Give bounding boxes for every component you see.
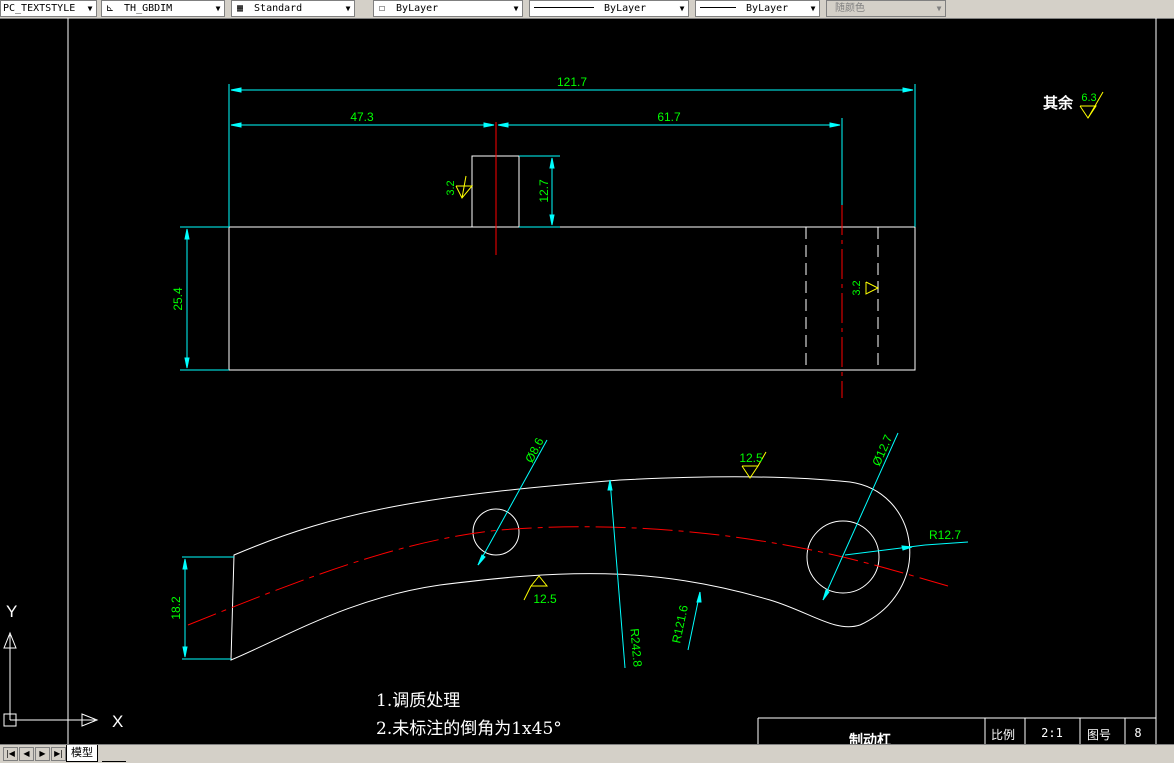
roughness-symbol-hole: 3.2	[851, 280, 880, 296]
table-style-dropdown[interactable]: ▦ Standard ▼	[231, 0, 355, 17]
body-outline	[228, 226, 916, 371]
title-scale-value: 2:1	[1041, 726, 1063, 740]
roughness-bottom-edge-value: 12.5	[533, 592, 557, 606]
dim-style-value: TH_GBDIM	[124, 3, 173, 14]
text-style-value: PC_TEXTSTYLE	[3, 3, 76, 14]
lever-outline	[230, 476, 911, 661]
text-style-dropdown[interactable]: PC_TEXTSTYLE ▼	[0, 0, 97, 17]
roughness-top-edge-value: 12.5	[739, 451, 763, 465]
last-tab-icon[interactable]: ▶|	[51, 747, 66, 761]
dim-arc-radius-inner: R121.6	[669, 603, 691, 644]
linetype-value: ByLayer	[604, 3, 647, 14]
chevron-down-icon: ▼	[342, 1, 354, 16]
dim-overall-width: 121.7	[557, 75, 587, 89]
table-style-value: Standard	[254, 3, 303, 14]
ucs-x-label: X	[112, 712, 123, 731]
prev-tab-icon[interactable]: ◀	[19, 747, 34, 761]
tab-model[interactable]: 模型	[66, 745, 98, 762]
next-tab-icon[interactable]: ▶	[35, 747, 50, 761]
first-tab-icon[interactable]: |◀	[3, 747, 18, 761]
chevron-down-icon: ▼	[933, 1, 945, 16]
roughness-value: 3.2	[851, 280, 863, 295]
chevron-down-icon: ▼	[807, 1, 819, 16]
top-view-lever	[230, 476, 911, 661]
layout-tab-bar: |◀ ◀ ▶ ▶| 模型	[0, 744, 1174, 763]
table-style-icon: ▦	[236, 3, 244, 14]
roughness-symbol-boss: 3.2	[445, 175, 474, 199]
title-scale-label: 比例	[991, 728, 1015, 742]
linetype-dropdown[interactable]: ByLayer ▼	[529, 0, 689, 17]
dimensions-top	[180, 84, 916, 371]
dim-end-radius: R12.7	[929, 528, 961, 542]
chevron-down-icon: ▼	[212, 1, 224, 16]
lineweight-value: ByLayer	[746, 3, 789, 14]
dim-arm-end-height: 18.2	[169, 596, 183, 620]
dim-arc-radius-outer: R242.8	[627, 628, 644, 668]
color-swatch-icon: ☐	[378, 3, 386, 14]
lineweight-preview	[700, 6, 736, 8]
dim-body-height: 25.4	[171, 287, 185, 311]
title-drawing-no-label: 图号	[1087, 728, 1111, 742]
linetype-preview	[534, 6, 594, 8]
dim-small-hole-dia: Ø8.6	[522, 435, 546, 465]
large-hole	[806, 520, 880, 594]
color-value: ByLayer	[396, 3, 439, 14]
roughness-symbol-others	[1079, 91, 1104, 119]
properties-toolbar: PC_TEXTSTYLE ▼ ⊾ TH_GBDIM ▼ ▦ Standard ▼…	[0, 0, 1174, 19]
roughness-others-label: 其余	[1043, 94, 1074, 112]
dim-large-hole-dia: Ø12.7	[869, 432, 895, 468]
chevron-down-icon: ▼	[676, 1, 688, 16]
dim-style-dropdown[interactable]: ⊾ TH_GBDIM ▼	[101, 0, 225, 17]
ucs-icon	[3, 631, 99, 727]
small-hole	[472, 508, 520, 556]
dim-right-width: 61.7	[657, 110, 681, 124]
ucs-y-label: Y	[6, 602, 17, 621]
front-view	[228, 122, 916, 398]
title-drawing-no-value: 8	[1134, 726, 1141, 740]
dim-left-width: 47.3	[350, 110, 374, 124]
dim-boss-height: 12.7	[537, 179, 551, 203]
plot-style-dropdown[interactable]: 随颜色 ▼	[826, 0, 946, 17]
roughness-symbol-bottom-edge	[523, 575, 549, 601]
dim-style-icon: ⊾	[105, 3, 115, 14]
chevron-down-icon: ▼	[510, 1, 522, 16]
roughness-value: 3.2	[445, 180, 457, 195]
dimensions-lever	[182, 432, 969, 669]
lever-centerline	[187, 526, 949, 626]
title-part-name: 制动杠	[849, 732, 891, 744]
roughness-others-value: 6.3	[1081, 92, 1096, 104]
note-line-1: 1.调质处理	[376, 691, 461, 711]
color-dropdown[interactable]: ☐ ByLayer ▼	[373, 0, 523, 17]
note-line-2: 2.未标注的倒角为1x45°	[376, 719, 562, 739]
model-space-canvas[interactable]: 121.7 47.3 61.7 12.7 25.4 3.2 3.2 其余 6.3	[0, 18, 1174, 744]
plot-style-value: 随颜色	[835, 3, 865, 14]
title-block	[757, 717, 1156, 744]
roughness-symbol-top-edge	[741, 451, 767, 479]
chevron-down-icon: ▼	[84, 1, 96, 16]
lineweight-dropdown[interactable]: ByLayer ▼	[695, 0, 820, 17]
tab-layout[interactable]	[102, 745, 126, 762]
